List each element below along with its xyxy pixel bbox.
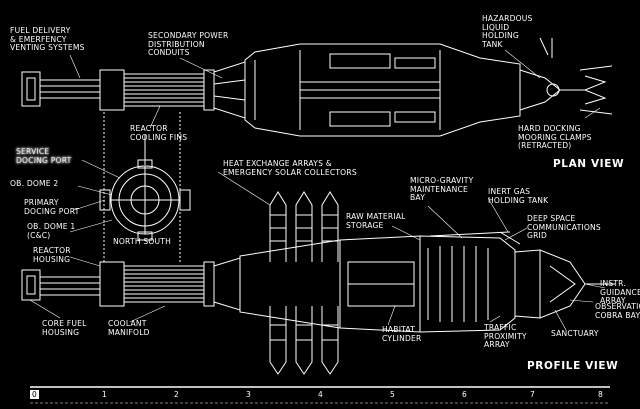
label-fuel-delivery: FUEL DELIVERY & EMERFENCY VENTING SYSTEM… bbox=[10, 26, 85, 53]
label-sanctuary: SANCTUARY bbox=[551, 329, 599, 338]
scale-bar bbox=[30, 386, 610, 404]
label-instr-guidance: INSTR. GUIDANCE ARRAY bbox=[600, 279, 640, 306]
label-observation: OBSERVATION COBRA BAYS bbox=[595, 302, 640, 320]
label-hazardous-tank: HAZARDOUS LIQUID HOLDING TANK bbox=[482, 14, 533, 49]
scale-tick-4: 4 bbox=[318, 390, 323, 399]
profile-view-ship bbox=[21, 191, 615, 375]
label-reactor-housing: REACTOR HOUSING bbox=[33, 246, 71, 264]
label-north-south: NORTH SOUTH bbox=[113, 237, 172, 246]
label-core-fuel: CORE FUEL HOUSING bbox=[42, 319, 87, 337]
label-hard-docking: HARD DOCKING MOORING CLAMPS (RETRACTED) bbox=[518, 124, 592, 151]
scale-tick-6: 6 bbox=[462, 390, 467, 399]
label-ob-dome-2: OB. DOME 2 bbox=[10, 179, 59, 188]
leader-lines bbox=[29, 49, 606, 331]
label-deep-space: DEEP SPACE COMMUNICATIONS GRID bbox=[527, 214, 601, 241]
label-ob-dome-1: OB. DOME 1 (C&C) bbox=[27, 222, 76, 240]
label-coolant: COOLANT MANIFOLD bbox=[108, 319, 150, 337]
scale-tick-1: 1 bbox=[102, 390, 107, 399]
profile-view-title: PROFILE VIEW bbox=[527, 360, 619, 372]
label-primary-port: PRIMARY DOCING PORT bbox=[24, 198, 80, 216]
label-habitat: HABITAT CYLINDER bbox=[382, 325, 422, 343]
scale-tick-2: 2 bbox=[174, 390, 179, 399]
scale-tick-5: 5 bbox=[390, 390, 395, 399]
label-service-port: SERVICE DOCING PORT bbox=[16, 147, 72, 165]
label-micro-gravity: MICRO-GRAVITY MAINTENANCE BAY bbox=[410, 176, 474, 203]
label-heat-exchange: HEAT EXCHANGE ARRAYS & EMERGENCY SOLAR C… bbox=[223, 159, 357, 177]
label-secondary-power: SECONDARY POWER DISTRIBUTION CONDUITS bbox=[148, 31, 229, 58]
label-raw-material: RAW MATERIAL STORAGE bbox=[346, 212, 406, 230]
label-inert-gas: INERT GAS HOLDING TANK bbox=[488, 187, 549, 205]
label-reactor-fins: REACTOR COOLING FINS bbox=[130, 124, 188, 142]
scale-tick-8: 8 bbox=[598, 390, 603, 399]
plan-view-title: PLAN VIEW bbox=[553, 158, 625, 170]
scale-tick-7: 7 bbox=[530, 390, 535, 399]
scale-tick-3: 3 bbox=[246, 390, 251, 399]
plan-view-ship bbox=[21, 37, 613, 137]
scale-tick-0: 0 bbox=[30, 390, 39, 399]
ring-detail bbox=[99, 135, 191, 241]
label-traffic: TRAFFIC PROXIMITY ARRAY bbox=[484, 323, 527, 350]
